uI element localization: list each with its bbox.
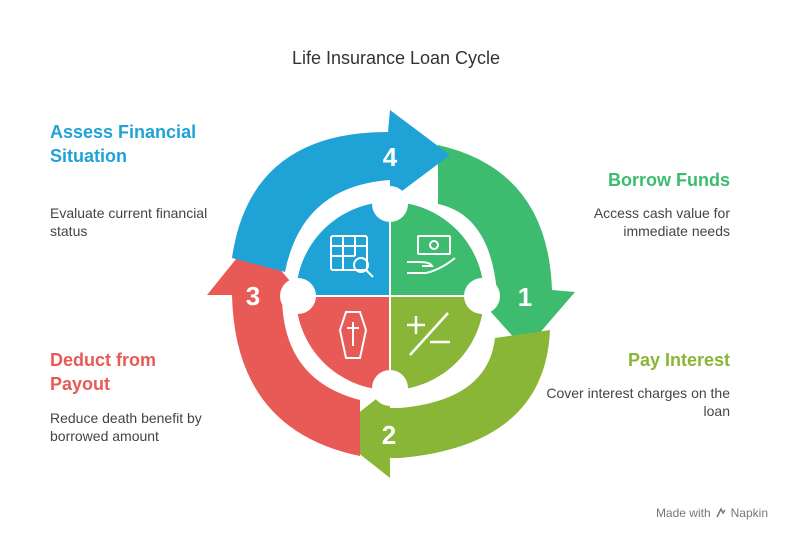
diagram-title: Life Insurance Loan Cycle: [291, 48, 501, 68]
step-4-number: 4: [383, 142, 398, 172]
step-4-heading: Assess Financial Situation: [50, 122, 197, 166]
step-3-number: 3: [246, 281, 260, 311]
plus-minus-icon: [407, 312, 450, 356]
step-3-heading: Deduct from Payout: [50, 350, 157, 394]
step-1-number: 1: [518, 282, 532, 312]
napkin-logo-icon: [715, 507, 726, 518]
brand-label: Napkin: [730, 506, 768, 520]
step-2-heading: Pay Interest: [627, 350, 730, 370]
step-3-description: Reduce death benefit by borrowed amount: [50, 410, 202, 444]
napkin-watermark: Made with Napkin: [656, 506, 768, 520]
step-1-heading: Borrow Funds: [608, 170, 730, 190]
step-2-description: Cover interest charges on the loan: [546, 385, 730, 419]
step-2-number: 2: [382, 420, 396, 450]
coffin-icon: [338, 311, 368, 359]
made-with-label: Made with: [655, 506, 711, 520]
cycle-arrow-3: [207, 238, 360, 456]
cycle-arrow-2: [333, 330, 550, 478]
cycle-arrow-1: [438, 145, 575, 350]
step-4-description: Evaluate current financial status: [50, 205, 208, 239]
cycle-arrow-4: [232, 110, 450, 272]
spreadsheet-search-icon: [330, 235, 374, 278]
cash-hand-icon: [407, 235, 456, 274]
step-1-description: Access cash value for immediate needs: [593, 205, 730, 239]
